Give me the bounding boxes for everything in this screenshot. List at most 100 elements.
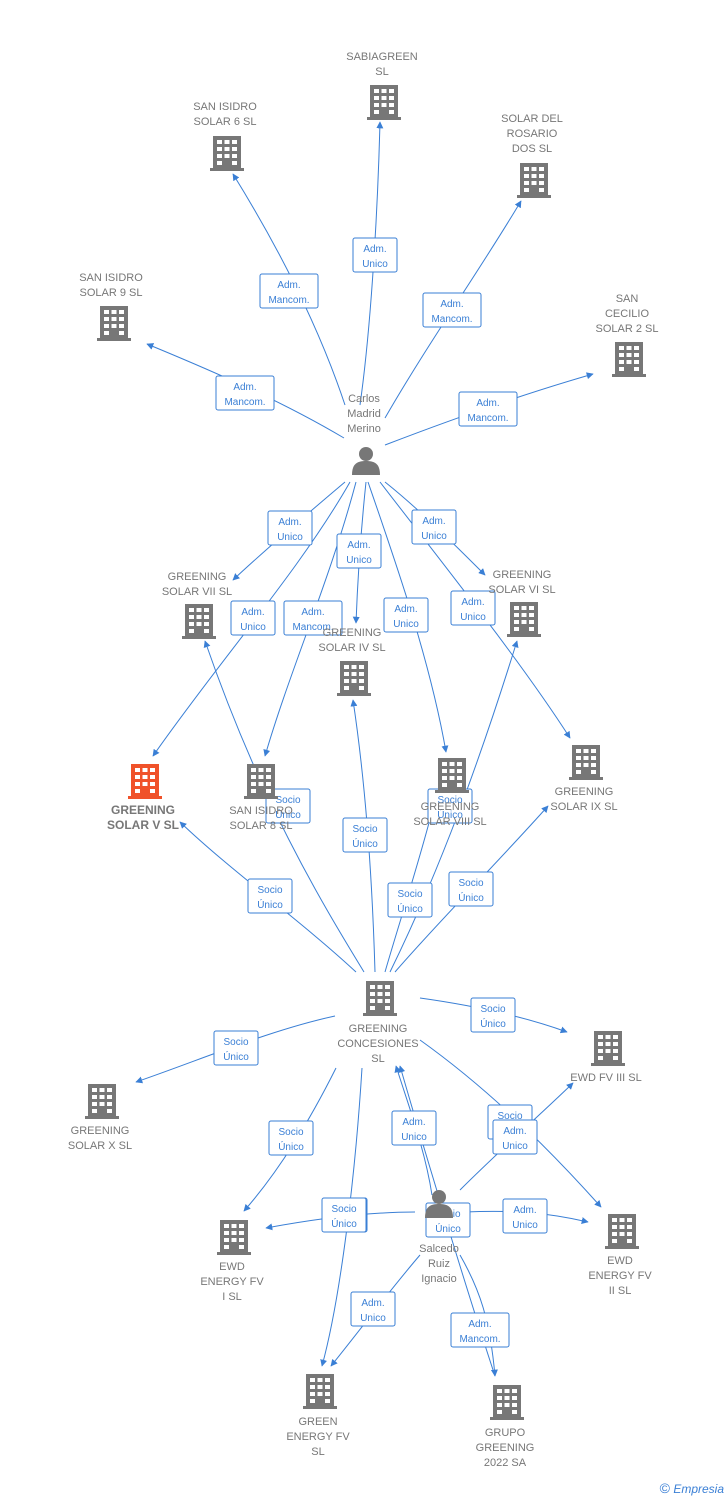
person-icon [352,447,380,475]
node-label-line: GREENING [555,786,614,798]
node-label-line: GREENING [323,627,382,639]
node-ewdfv3[interactable]: EWD FV III SL [570,1031,642,1084]
edge-label-box: Adm.Mancom. [450,1312,510,1348]
edge-label-box: Adm.Mancom. [215,375,275,411]
edge-label-frame [383,597,429,633]
node-label-line: SL [371,1053,384,1065]
edge-label-line: Mancom. [467,413,508,424]
copyright-icon: © [659,1480,670,1496]
node-label-line: GREENING [349,1023,408,1035]
edge-label-line: Adm. [233,382,256,393]
edge-label-line: Único [278,1140,304,1153]
edge-label-frame [387,882,433,918]
node-label-line: ENERGY FV [286,1431,350,1443]
edge-label-box: Adm.Unico [450,590,496,626]
building-icon [517,163,551,198]
edge-label-frame [450,1312,510,1348]
node-label-line: SOLAR VI SL [488,584,555,596]
edge-label-frame [247,878,293,914]
edge-label-line: Socio [397,889,422,900]
node-label-line: Ruiz [428,1258,450,1270]
node-label-line: SOLAR V SL [107,818,179,832]
node-label-line: Merino [347,423,381,435]
edge-label-line: Socio [223,1037,248,1048]
edge-label-line: Socio [257,885,282,896]
node-label-line: CECILIO [605,308,649,320]
edge-label-line: Adm. [468,1319,491,1330]
building-icon [303,1374,337,1409]
edge-label-line: Único [257,898,283,911]
edge-label-frame [458,391,518,427]
node-label-line: GRUPO [485,1427,526,1439]
brand-logo: Empresia [673,1482,724,1496]
edge-label-frame [352,237,398,273]
edge-label-frame [215,375,275,411]
building-icon [97,306,131,341]
edge-label-line: Unico [240,622,266,633]
node-sanisidro6[interactable]: SAN ISIDRO SOLAR 6 SL [193,101,257,171]
edge-label-line: Adm. [394,604,417,615]
edge-label-line: Único [397,902,423,915]
edge-label-line: Socio [275,795,300,806]
node-label-line: SAN ISIDRO [193,101,257,113]
edge-label-frame [259,273,319,309]
edge-label-box: Adm.Unico [230,600,276,636]
node-label-line: SOLAR X SL [68,1140,132,1152]
node-label-line: DOS SL [512,143,552,155]
node-label-line: SOLAR 2 SL [596,323,659,335]
edge-label-line: Adm. [476,398,499,409]
edge-label-line: Mancom. [292,622,333,633]
node-label-line: SOLAR 6 SL [194,116,257,128]
edge-label-frame [492,1119,538,1155]
node-label-line: SOLAR VII SL [162,586,232,598]
edge-label-frame [350,1291,396,1327]
node-label-line: EWD [219,1261,245,1273]
edge-label-line: Socio [352,824,377,835]
edge-label-box: Adm.Mancom. [283,600,343,636]
edge-label-box: Adm.Unico [352,237,398,273]
building-icon [217,1220,251,1255]
edge-concesiones-to-gsvii [203,640,365,973]
node-label-line: SOLAR 9 SL [80,287,143,299]
node-label-line: 2022 SA [484,1457,527,1469]
edge-label-line: Socio [331,1204,356,1215]
node-label-line: SOLAR DEL [501,113,563,125]
building-icon [85,1084,119,1119]
edge-label-line: Adm. [361,1298,384,1309]
edge-label-box: Adm.Unico [383,597,429,633]
edge-label-line: Unico [512,1220,538,1231]
node-label-line: GREENING [421,801,480,813]
building-icon [363,981,397,1016]
edge-label-frame [470,997,516,1033]
node-label-line: Salcedo [419,1243,459,1255]
building-icon [367,85,401,120]
edge-label-frame [336,533,382,569]
edge-label-box: Adm. Mancom. [458,391,518,427]
edge-label-line: Adm. [347,540,370,551]
edge-label-line: Único [331,1217,357,1230]
edge-label-frame [230,600,276,636]
edge-label-frame [422,292,482,328]
